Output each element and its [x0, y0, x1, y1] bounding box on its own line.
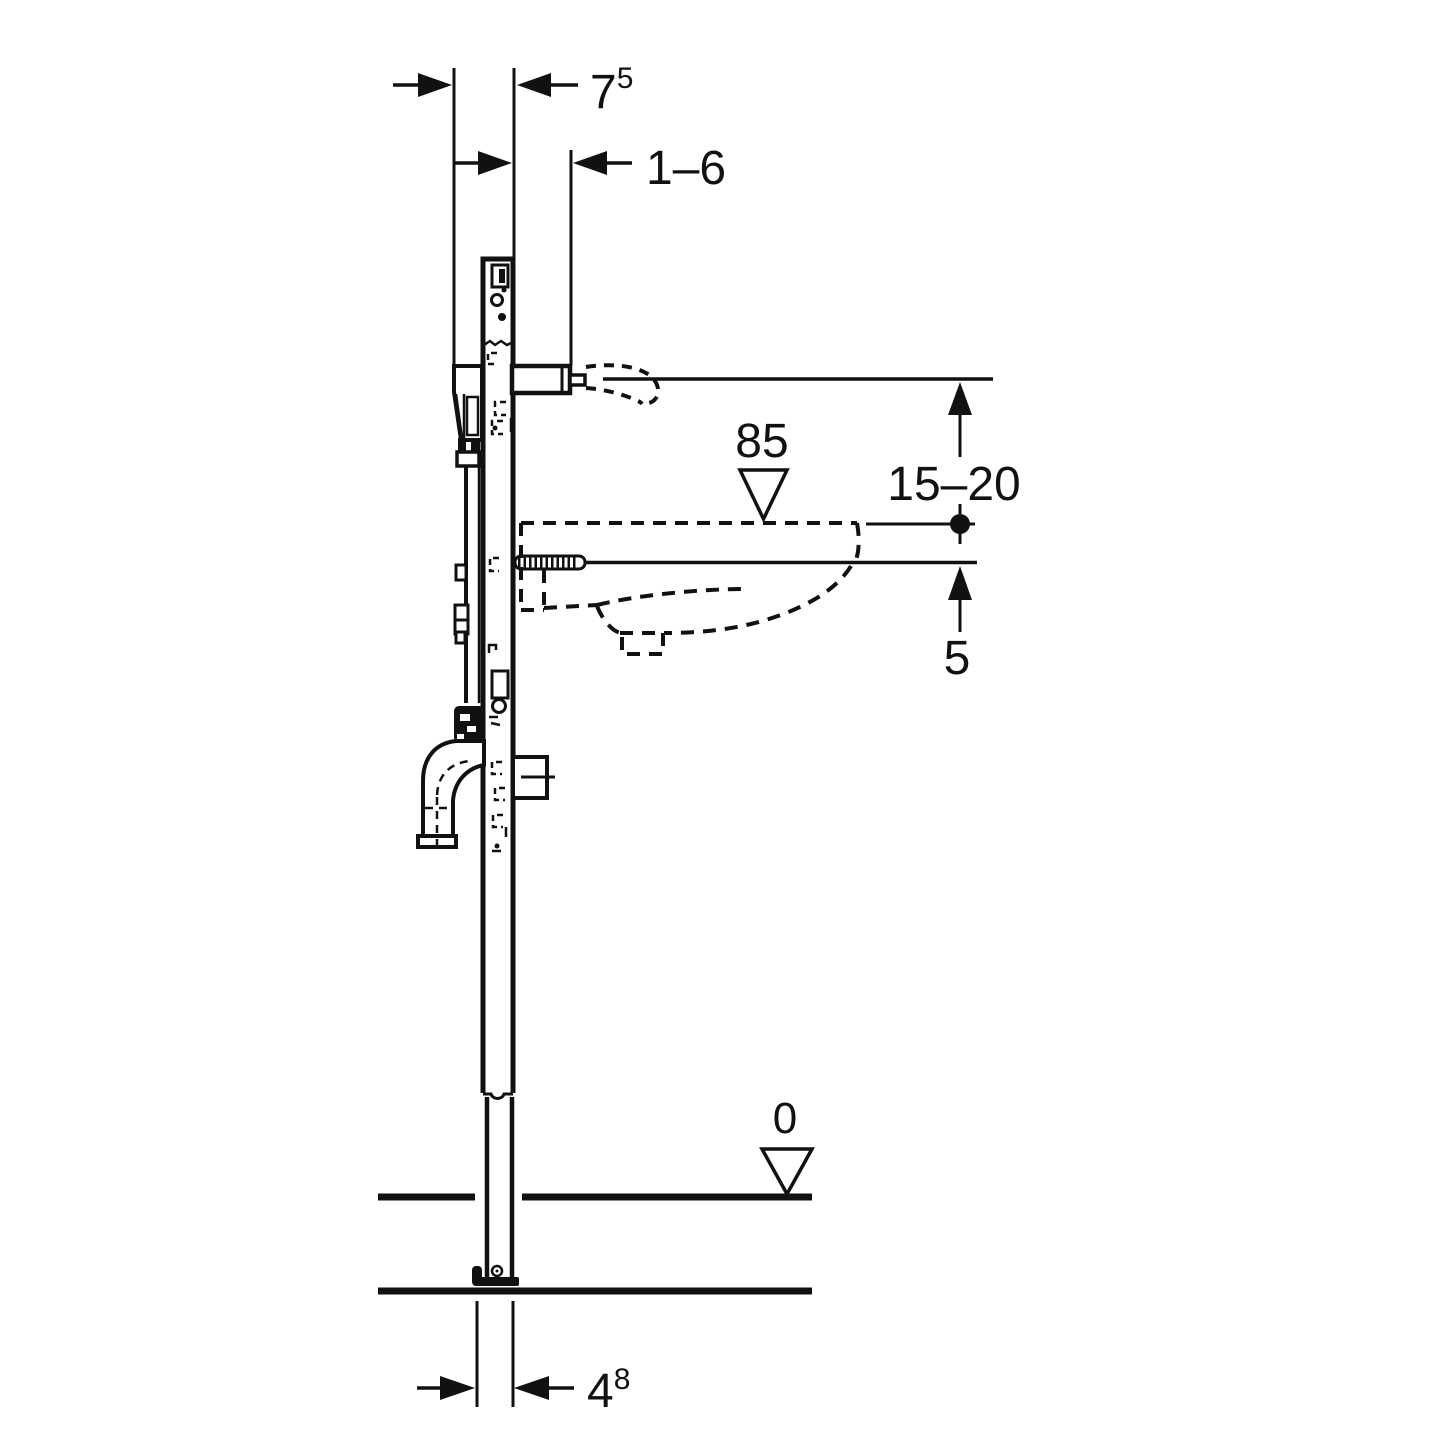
basin-back-edge	[519, 523, 598, 612]
rim-reference	[866, 504, 975, 544]
foot-clamp	[472, 1266, 482, 1286]
frame-leg	[472, 1092, 519, 1286]
dimension-frame-depth: 75	[393, 62, 633, 119]
dimension-base-depth: 48	[417, 1301, 630, 1418]
water-supply-valve-assembly	[452, 364, 484, 703]
arrow-left-icon	[573, 151, 607, 175]
tap-spout-dashed	[585, 363, 661, 406]
dimension-label-finish-thickness: 1–6	[646, 142, 726, 195]
seal-ring	[471, 438, 480, 452]
floor-lines	[378, 1193, 812, 1295]
basin-bowl-outer-curve	[663, 564, 853, 635]
arrow-right-icon	[440, 1376, 475, 1400]
tap-outlet-stub	[568, 373, 587, 387]
dimension-tap-height-range: 15–20	[887, 382, 1021, 511]
pipe-centerline	[425, 759, 471, 853]
dimension-label-tap-height: 15–20	[887, 458, 1020, 511]
waste-outlet-box	[511, 755, 555, 800]
arrow-left-icon	[517, 73, 551, 97]
arrow-up-icon	[948, 566, 972, 600]
floor-level-label: 0	[773, 1094, 797, 1143]
basin-fixing-rod	[513, 554, 977, 571]
basin-bowl-inner-curve	[596, 587, 745, 607]
extension-lines-bottom	[475, 1301, 515, 1407]
dimension-finish-thickness: 1–6	[455, 142, 726, 195]
rim-height-label: 85	[735, 415, 788, 468]
dimension-rim-to-fixing: 5	[944, 566, 972, 685]
tap-connection	[509, 363, 661, 406]
leg-profile	[484, 1097, 515, 1281]
dimension-label-base-depth: 48	[587, 1363, 630, 1418]
elbow-pipe	[421, 739, 486, 838]
arrow-right-icon	[418, 73, 452, 97]
arrow-right-icon	[478, 151, 512, 175]
level-triangle-icon	[759, 1147, 815, 1198]
frame-rail-internal-details	[483, 263, 514, 853]
floor-level-marker: 0	[759, 1094, 815, 1198]
dimension-label-rim-to-fixing: 5	[944, 632, 971, 685]
arrow-up-icon	[948, 382, 972, 415]
basin-drain-fitting	[620, 631, 665, 656]
washbasin-dashed-outline	[519, 521, 861, 656]
rim-height-marker: 85	[735, 415, 790, 524]
foot-plate	[477, 1277, 519, 1286]
extension-lines-top	[452, 68, 573, 366]
leg-joint	[483, 1092, 513, 1100]
arrow-left-icon	[514, 1376, 549, 1400]
reference-dot	[950, 514, 970, 534]
seal-ring	[458, 438, 466, 452]
drain-trap-elbow	[416, 706, 486, 853]
level-triangle-icon	[737, 468, 790, 524]
dimension-label-frame-depth: 75	[590, 62, 633, 119]
